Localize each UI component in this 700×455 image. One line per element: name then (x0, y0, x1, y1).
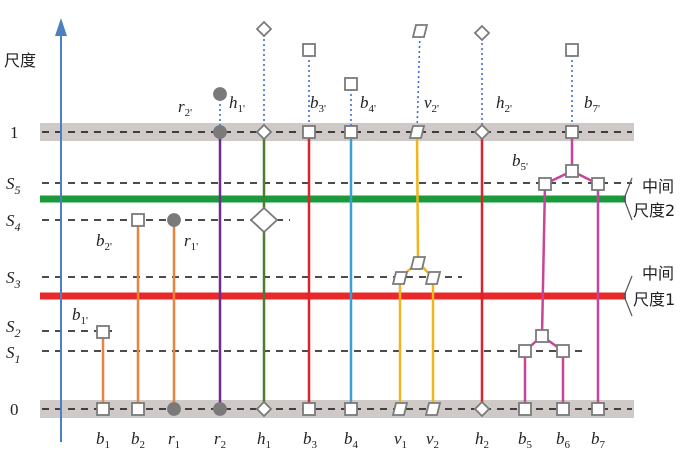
node-b7-upper (565, 43, 579, 57)
label-r1-prime: r1' (184, 231, 198, 253)
node-b5-s1 (518, 344, 532, 358)
mid-scale-1-label-bottom: 尺度1 (633, 290, 675, 309)
level-label-s2: S2 (6, 317, 21, 340)
label-b1: b1 (96, 429, 110, 451)
node-r2-upper (213, 87, 227, 101)
node-b3-upper (302, 43, 316, 57)
label-r2-prime: r2' (178, 97, 192, 119)
label-v2: v2 (426, 429, 439, 451)
node-b7-bottom (591, 402, 605, 416)
node-r2-top (213, 125, 227, 139)
label-b2: b2 (131, 429, 145, 451)
node-b5-bottom (518, 402, 532, 416)
level-label-s1: S1 (6, 343, 21, 366)
label-b4-prime: b4' (360, 93, 376, 115)
node-b56-merge (535, 329, 549, 343)
node-h1-top (255, 123, 273, 141)
node-h1-bottom (255, 400, 273, 418)
node-h1-upper (255, 20, 273, 38)
band-scale-1 (40, 123, 634, 141)
node-b57-merge (565, 164, 579, 178)
label-v1: v1 (394, 429, 407, 451)
connector-b56-up (540, 183, 547, 337)
level-label-1: 1 (10, 123, 19, 142)
level-label-s5: S5 (6, 174, 21, 197)
node-v1-bottom (391, 402, 409, 416)
axis-arrow-icon (55, 18, 67, 36)
mid-scale-1-label-top: 中间 (642, 264, 674, 283)
label-r2: r2 (214, 429, 226, 451)
label-b1-prime: b1' (72, 305, 88, 327)
connector-v-top (415, 131, 420, 263)
connector-b7 (571, 169, 600, 409)
label-h1: h1 (257, 429, 271, 451)
node-v2-upper (411, 24, 429, 38)
node-b2-prime (131, 213, 145, 227)
node-v2-bottom (424, 402, 442, 416)
node-h2-bottom (473, 400, 491, 418)
mid-scale-1-brace (623, 275, 633, 317)
label-h2: h2 (475, 429, 489, 451)
label-b7: b7 (591, 429, 606, 451)
node-r2-bottom (213, 402, 227, 416)
mid-scale-2-label-top: 中间 (642, 177, 674, 196)
node-b4-top (344, 125, 358, 139)
node-r1-bottom (167, 402, 181, 416)
node-v-merge (409, 256, 427, 270)
node-b3-bottom (302, 402, 316, 416)
mid-scale-2-label-bottom: 尺度2 (633, 201, 675, 220)
level-label-s4: S4 (6, 211, 21, 234)
node-h2-top (473, 123, 491, 141)
node-b4-bottom (344, 402, 358, 416)
label-b5: b5 (518, 429, 533, 451)
node-b1-prime (96, 325, 110, 339)
label-b6: b6 (556, 429, 571, 451)
node-b2-bottom (131, 402, 145, 416)
mid-scale-2-brace (623, 177, 633, 221)
axis-title: 尺度 (4, 51, 36, 70)
node-b7-s5 (591, 177, 605, 191)
node-h1-scale4 (249, 206, 279, 234)
label-h2-prime: h2' (496, 93, 512, 115)
node-b6-s1 (556, 344, 570, 358)
node-b3-top (302, 125, 316, 139)
label-b5-prime: b5' (512, 151, 528, 173)
leader-v2 (416, 30, 421, 133)
band-scale-0 (40, 400, 634, 418)
node-v2-s3 (424, 271, 442, 285)
node-b5-prime (538, 177, 552, 191)
label-b3: b3 (303, 429, 318, 451)
node-b6-bottom (556, 402, 570, 416)
label-b4: b4 (344, 429, 359, 451)
label-b3-prime: b3' (310, 93, 326, 115)
label-h1-prime: h1' (229, 93, 245, 115)
node-v-top (408, 125, 426, 139)
node-b1-bottom (96, 402, 110, 416)
level-label-s3: S3 (6, 268, 21, 291)
label-b7-prime: b7' (584, 93, 600, 115)
node-v1-s3 (391, 271, 409, 285)
node-b4-upper (344, 77, 358, 91)
label-v2-prime: v2' (424, 93, 439, 115)
node-h2-upper (473, 24, 491, 42)
label-r1: r1 (168, 429, 180, 451)
node-b7-top (565, 125, 579, 139)
label-b2-prime: b2' (96, 231, 112, 253)
node-r1-prime (167, 213, 181, 227)
level-label-0: 0 (10, 400, 19, 419)
